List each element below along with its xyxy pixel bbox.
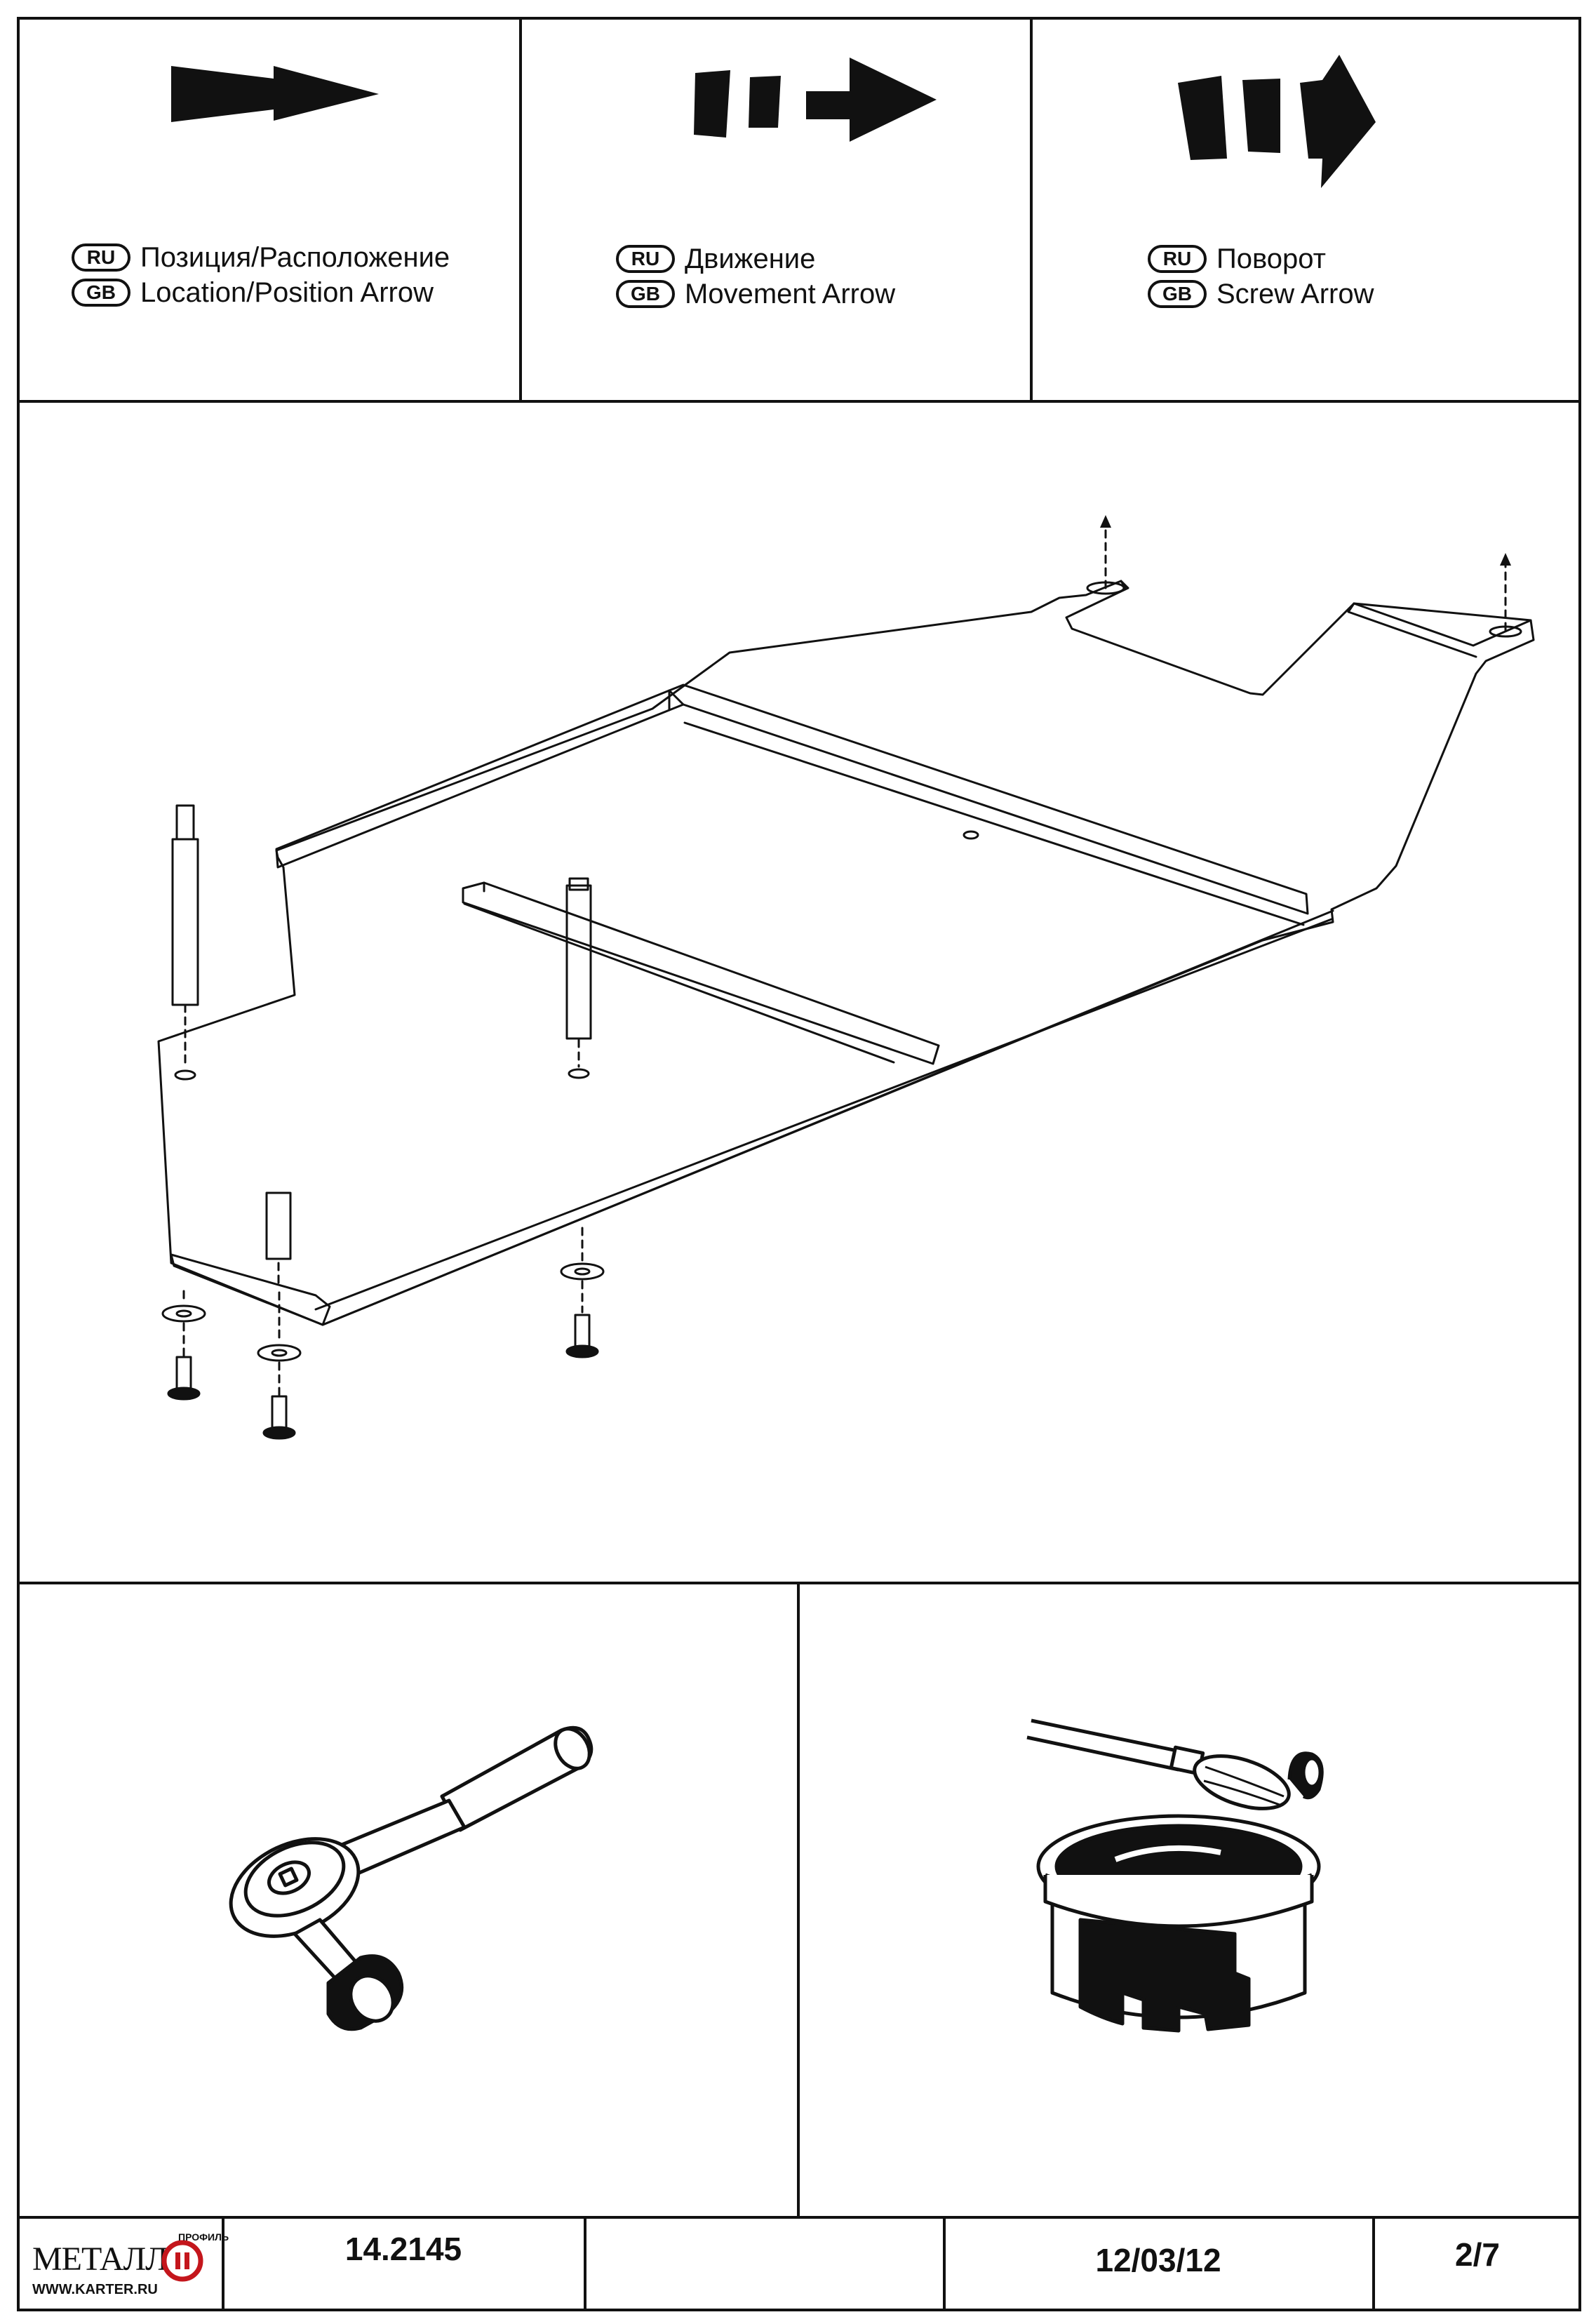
- part-number: 14.2145: [344, 2231, 462, 2267]
- divider-top: [17, 400, 1581, 403]
- bolt-middle: [271, 1395, 288, 1431]
- legend-screw: RU Поворот GB Screw Arrow: [1148, 241, 1374, 312]
- movement-arrow-icon: [694, 58, 937, 142]
- page-number: 2/7: [1455, 2236, 1500, 2273]
- washer-middle: [257, 1344, 302, 1362]
- front-flange: [170, 1253, 331, 1326]
- logo-mark-icon: [161, 2240, 203, 2282]
- bolt-right: [574, 1314, 591, 1350]
- gb-badge: GB: [1148, 280, 1207, 308]
- bolt-left: [175, 1356, 192, 1392]
- logo-wordmark: МЕТАЛЛ: [32, 2240, 168, 2278]
- divider-legend-1: [519, 17, 522, 401]
- legend-movement-gb-row: GB Movement Arrow: [616, 276, 895, 312]
- legend-location-gb-label: Location/Position Arrow: [140, 277, 434, 308]
- legend-screw-gb-label: Screw Arrow: [1216, 279, 1374, 309]
- screw-arrow-icon: [1178, 55, 1376, 188]
- washer-left: [161, 1304, 206, 1323]
- legend-screw-ru-label: Поворот: [1216, 243, 1326, 274]
- company-logo: МЕТАЛЛ ПРОФИЛЬ WWW.KARTER.RU: [28, 2229, 229, 2306]
- legend-movement: RU Движение GB Movement Arrow: [616, 241, 895, 312]
- ru-badge: RU: [72, 243, 130, 272]
- page-frame: [17, 17, 1581, 2311]
- legend-movement-gb-label: Movement Arrow: [685, 279, 896, 309]
- gb-badge: GB: [616, 280, 675, 308]
- footer-divider-2: [584, 2216, 586, 2311]
- footer-divider-1: [222, 2216, 224, 2311]
- standoff-center: [565, 884, 592, 1040]
- rear-stiffener-rail: [275, 689, 671, 869]
- revision-date: 12/03/12: [1095, 2242, 1221, 2278]
- paint-can-brush-icon: [1026, 1718, 1324, 2033]
- legend-movement-ru-label: Движение: [685, 243, 816, 274]
- legend-location-ru-label: Позиция/Расположение: [140, 242, 450, 273]
- logo-url: WWW.KARTER.RU: [32, 2282, 158, 2297]
- logo-arc-text: ПРОФИЛЬ: [178, 2231, 229, 2243]
- legend-location-gb-row: GB Location/Position Arrow: [72, 275, 450, 310]
- divider-legend-2: [1030, 17, 1033, 401]
- footer-divider-3: [943, 2216, 946, 2311]
- gb-badge: GB: [72, 279, 130, 307]
- ru-badge: RU: [1148, 245, 1207, 273]
- legend-movement-ru-row: RU Движение: [616, 241, 895, 276]
- ratchet-wrench-icon: [229, 1725, 594, 2031]
- legend-screw-gb-row: GB Screw Arrow: [1148, 276, 1374, 312]
- legend-location: RU Позиция/Расположение GB Location/Posi…: [72, 240, 450, 310]
- cross-bar: [462, 881, 940, 1065]
- location-arrow-icon: [171, 66, 379, 122]
- washer-right: [560, 1262, 605, 1281]
- skid-plate-outline: [157, 580, 1535, 1326]
- legend-screw-ru-row: RU Поворот: [1148, 241, 1374, 276]
- standoff-front: [265, 1191, 292, 1260]
- divider-tools: [797, 1582, 800, 2217]
- footer-divider-4: [1372, 2216, 1375, 2311]
- divider-footer: [17, 2216, 1581, 2219]
- legend-location-ru-row: RU Позиция/Расположение: [72, 240, 450, 275]
- standoff-left: [171, 838, 199, 1006]
- ru-badge: RU: [616, 245, 675, 273]
